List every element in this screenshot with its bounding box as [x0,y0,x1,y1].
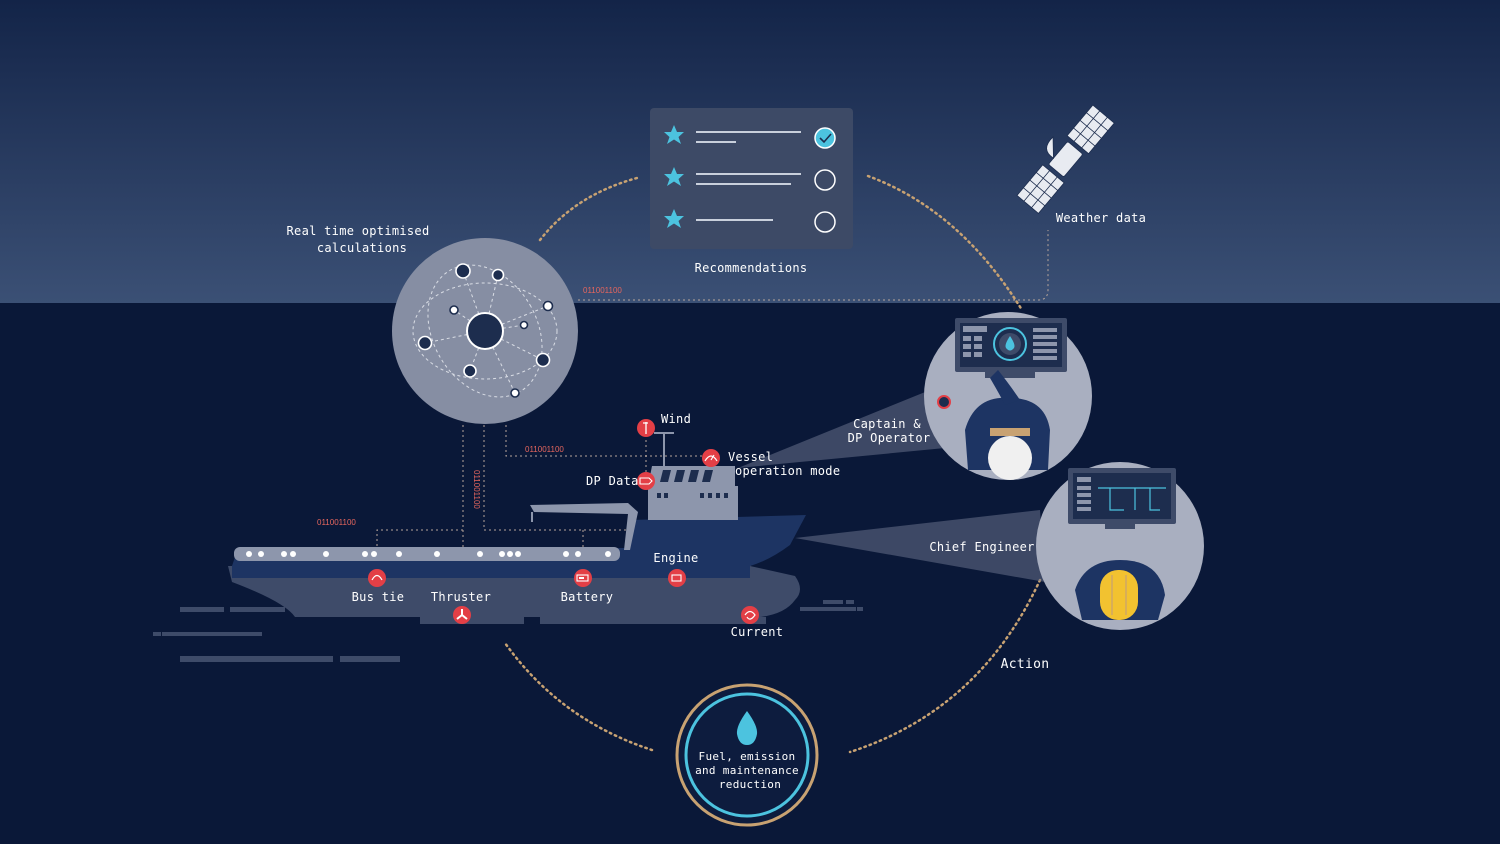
bus-tie-sensor-icon[interactable] [368,569,386,587]
dp-data-label: DP Data [586,474,639,488]
current-sensor-icon[interactable] [741,606,759,624]
sensor-markers [368,419,759,624]
thruster-label: Thruster [431,590,491,604]
arc-crew-to-outcome [848,578,1042,754]
captain-station [924,312,1092,480]
recommendations-label: Recommendations [695,261,808,275]
engine-label: Engine [653,551,698,565]
check-circle-icon[interactable] [814,127,836,149]
star-icon [664,125,684,144]
binary-label-left: 011001100 [317,518,356,527]
recommendation-row-1 [664,125,836,149]
empty-circle-icon[interactable] [814,211,836,233]
vessel-mode-label-line2: operation mode [735,464,840,478]
outcome-circle [675,683,819,827]
recommendation-row-2 [664,167,836,191]
realtime-label-line1: Real time optimised [287,224,430,238]
portholes [246,551,611,557]
bus-tie-label: Bus tie [352,590,405,604]
outcome-label-line2: and maintenance [695,764,799,777]
dp-data-sensor-icon[interactable] [637,472,655,490]
action-label: Action [1001,657,1050,672]
ship-keel [420,617,766,624]
battery-sensor-icon[interactable] [574,569,592,587]
ship-mast [654,432,674,466]
recommendation-row-3 [664,209,836,233]
chief-engineer-figure [1075,560,1165,620]
recommendations-panel [650,108,853,249]
cycle-arcs [503,174,1042,754]
binary-label-mid: 011001100 [525,445,564,454]
wind-label: Wind [661,412,691,426]
satellite-icon [1016,104,1115,214]
ship-crane [530,503,638,550]
chief-engineer-label: Chief Engineer [929,540,1034,554]
ship-superstructure-lower [648,486,738,520]
arc-calc-to-recommendations [538,176,639,242]
coffee-cup-icon [937,395,951,409]
wind-sensor-icon[interactable] [637,419,655,437]
arc-recommendations-to-crew [866,174,1024,312]
chief-engineer-station [1036,462,1204,630]
weather-data-label: Weather data [1056,211,1146,225]
engine-sensor-icon[interactable] [668,569,686,587]
captain-label-line2: DP Operator [848,431,931,445]
arc-outcome-to-ship [503,641,654,752]
thruster-sensor-icon[interactable] [453,606,471,624]
current-label: Current [731,625,784,639]
chief-beam [795,510,1045,582]
captain-figure [965,370,1050,480]
network-calculation-node [392,238,578,424]
droplet-icon [1005,336,1015,351]
binary-label-vertical: 011001100 [472,470,481,509]
star-icon [664,209,684,228]
star-icon [664,167,684,186]
captain-label-line1: Captain & [853,417,921,431]
vessel-mode-label-line1: Vessel [728,450,773,464]
realtime-label-line2: calculations [317,241,407,255]
ship-upper-hull [232,515,806,578]
water-lines [153,600,863,662]
captain-beam [738,388,945,468]
droplet-icon [736,711,758,745]
battery-label: Battery [561,590,614,604]
outcome-label-line3: reduction [719,778,781,791]
vessel-mode-sensor-icon[interactable] [702,449,720,467]
empty-circle-icon[interactable] [814,169,836,191]
binary-label-top: 011001100 [583,286,622,295]
outcome-label-line1: Fuel, emission [699,750,796,763]
ship-deck-rail [234,547,620,561]
